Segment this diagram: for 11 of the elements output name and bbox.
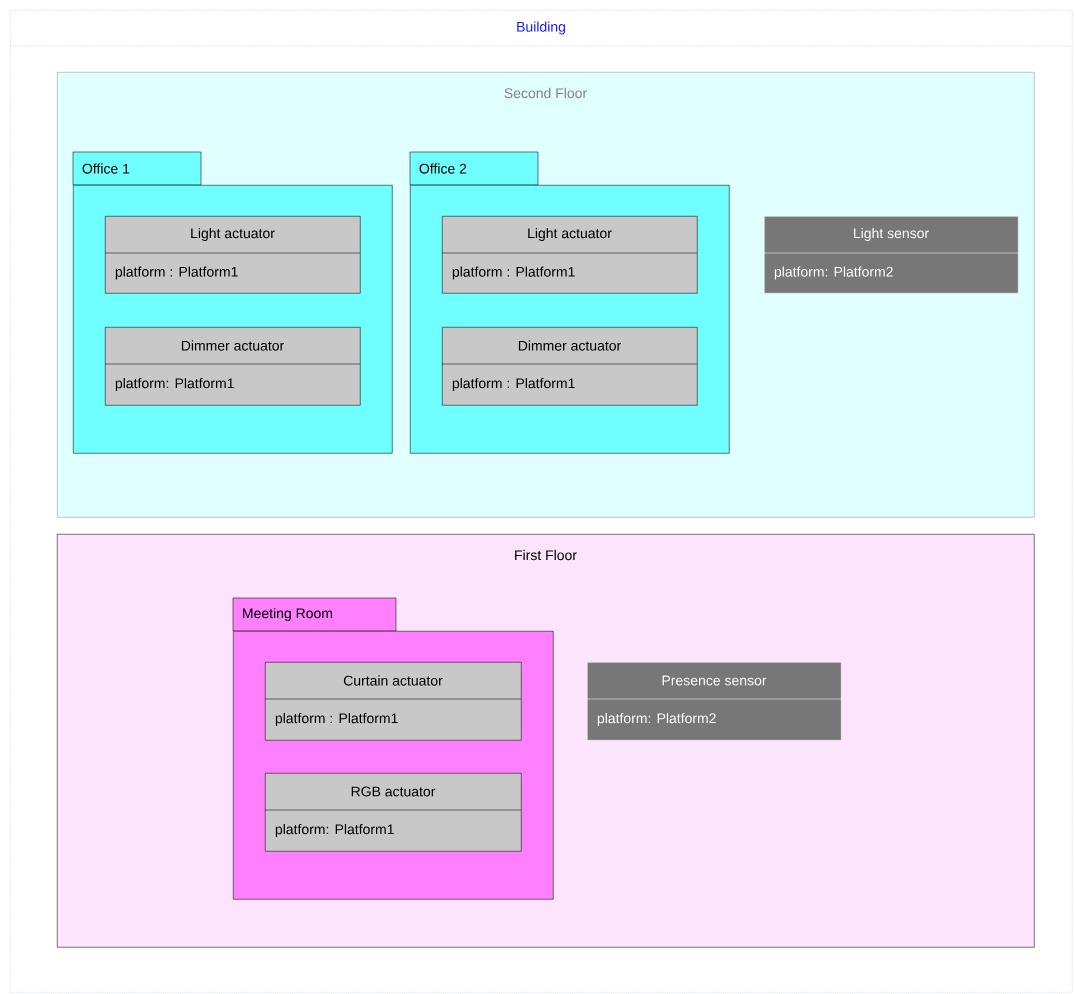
- sensor-box: Presence sensor platform: Platform2: [586, 662, 842, 741]
- actuator-box: Curtain actuator platform : Platform1: [264, 662, 522, 741]
- node-label: Meeting Room: [243, 607, 333, 622]
- actuator-box: Dimmer actuator platform: Platform1: [104, 327, 361, 406]
- actuator-box: Light actuator platform : Platform1: [104, 216, 361, 294]
- sensor-box: Light sensor platform: Platform2: [763, 216, 1019, 294]
- node-label: Office 1: [82, 163, 130, 174]
- actuator-box: RGB actuator platform: Platform1: [264, 773, 522, 852]
- node-label: Office 2: [419, 163, 467, 174]
- actuator-box: Dimmer actuator platform : Platform1: [441, 327, 698, 406]
- actuator-box: Light actuator platform : Platform1: [441, 216, 698, 294]
